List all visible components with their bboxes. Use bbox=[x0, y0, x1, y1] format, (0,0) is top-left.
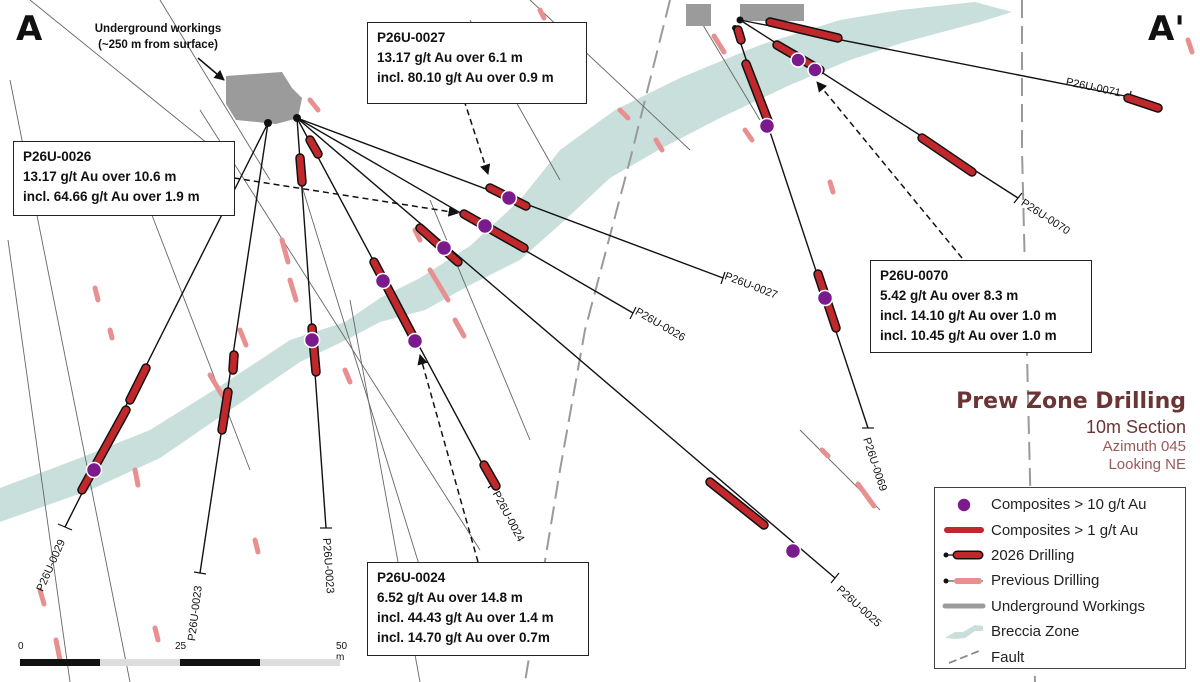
composite-point bbox=[85, 461, 103, 479]
underground-workings-left bbox=[226, 72, 302, 124]
callout-hole-id: P26U-0026 bbox=[23, 149, 92, 164]
map-legend: Composites > 10 g/t Au Composites > 1 g/… bbox=[934, 487, 1186, 669]
section-view-direction: Looking NE bbox=[1108, 456, 1186, 473]
legend-item: Composites > 1 g/t Au bbox=[941, 517, 1185, 542]
section-title-block: Prew Zone Drilling 10m Section Azimuth 0… bbox=[956, 388, 1186, 474]
callout-p26u-0026: P26U-0026 13.17 g/t Au over 10.6 m incl.… bbox=[13, 141, 235, 216]
callout-line: 6.52 g/t Au over 14.8 m bbox=[377, 590, 523, 605]
legend-item: Composites > 10 g/t Au bbox=[941, 492, 1185, 517]
callout-hole-id: P26U-0070 bbox=[880, 268, 949, 283]
section-label-start: A bbox=[16, 9, 43, 49]
callout-line: incl. 10.45 g/t Au over 1.0 m bbox=[880, 328, 1057, 343]
new-drillhole-icon bbox=[941, 545, 987, 565]
dashed-line-icon bbox=[941, 647, 987, 667]
legend-item: 2026 Drilling bbox=[941, 543, 1185, 568]
note-line: Underground workings bbox=[94, 23, 222, 35]
composite-point bbox=[807, 62, 823, 78]
composite-point bbox=[476, 217, 494, 235]
purple-circle-icon bbox=[941, 495, 987, 515]
callout-line: incl. 44.43 g/t Au over 1.4 m bbox=[377, 610, 554, 625]
legend-label: Composites > 10 g/t Au bbox=[991, 496, 1147, 514]
composite-point bbox=[435, 239, 453, 257]
old-drillhole-icon bbox=[941, 571, 987, 591]
callout-line: 5.42 g/t Au over 8.3 m bbox=[880, 288, 1019, 303]
breccia-zone bbox=[0, 2, 1012, 522]
callout-line: 13.17 g/t Au over 6.1 m bbox=[377, 50, 523, 65]
scale-tick: 0 bbox=[18, 641, 24, 652]
leader-arrow bbox=[463, 99, 491, 175]
callout-line: incl. 14.10 g/t Au over 1.0 m bbox=[880, 308, 1057, 323]
callout-p26u-0070: P26U-0070 5.42 g/t Au over 8.3 m incl. 1… bbox=[870, 260, 1092, 353]
leader-arrow bbox=[197, 57, 225, 81]
legend-label: 2026 Drilling bbox=[991, 546, 1075, 564]
composite-point bbox=[374, 272, 392, 290]
red-bar-icon bbox=[941, 520, 987, 540]
underground-workings-right bbox=[686, 4, 711, 26]
legend-label: Fault bbox=[991, 648, 1025, 666]
composite-point bbox=[816, 289, 834, 307]
leader-arrow bbox=[816, 81, 963, 259]
legend-label: Composites > 1 g/t Au bbox=[991, 521, 1139, 539]
previous-intercepts bbox=[37, 7, 1195, 663]
composites-high-grade bbox=[85, 52, 834, 560]
callout-p26u-0027: P26U-0027 13.17 g/t Au over 6.1 m incl. … bbox=[367, 22, 587, 104]
composite-point bbox=[406, 332, 424, 350]
underground-workings-note: Underground workings (~250 m from surfac… bbox=[68, 22, 248, 53]
composite-point bbox=[784, 542, 802, 560]
scale-tick: 50 m bbox=[336, 641, 348, 663]
scale-tick: 25 bbox=[175, 641, 187, 652]
leader-arrow bbox=[417, 353, 479, 563]
composite-point bbox=[303, 331, 321, 349]
leader-arrow bbox=[233, 177, 460, 217]
note-line: (~250 m from surface) bbox=[98, 38, 218, 51]
callout-hole-id: P26U-0027 bbox=[377, 30, 446, 45]
callout-line: incl. 64.66 g/t Au over 1.9 m bbox=[23, 189, 200, 204]
legend-item: Previous Drilling bbox=[941, 568, 1185, 593]
callout-line: incl. 80.10 g/t Au over 0.9 m bbox=[377, 70, 554, 85]
section-azimuth: Azimuth 045 bbox=[1102, 438, 1186, 455]
callout-line: 13.17 g/t Au over 10.6 m bbox=[23, 169, 177, 184]
legend-item: Underground Workings bbox=[941, 594, 1185, 619]
section-title: Prew Zone Drilling bbox=[956, 389, 1186, 414]
underground-workings bbox=[226, 4, 804, 124]
legend-item: Breccia Zone bbox=[941, 619, 1185, 644]
legend-label: Breccia Zone bbox=[991, 623, 1080, 641]
legend-item: Fault bbox=[941, 644, 1185, 669]
callout-p26u-0024: P26U-0024 6.52 g/t Au over 14.8 m incl. … bbox=[367, 562, 589, 656]
composite-point bbox=[500, 189, 518, 207]
leader-arrows bbox=[197, 57, 963, 563]
grey-bar-icon bbox=[941, 596, 987, 616]
composite-point bbox=[790, 52, 806, 68]
callout-hole-id: P26U-0024 bbox=[377, 570, 446, 585]
composite-point bbox=[758, 117, 776, 135]
section-label-end: A' bbox=[1148, 9, 1185, 49]
legend-label: Previous Drilling bbox=[991, 572, 1100, 590]
callout-line: incl. 14.70 g/t Au over 0.7m bbox=[377, 630, 550, 645]
section-width: 10m Section bbox=[1085, 417, 1186, 437]
underground-workings-right bbox=[740, 4, 804, 21]
breccia-shape-icon bbox=[941, 622, 987, 642]
legend-label: Underground Workings bbox=[991, 597, 1145, 615]
